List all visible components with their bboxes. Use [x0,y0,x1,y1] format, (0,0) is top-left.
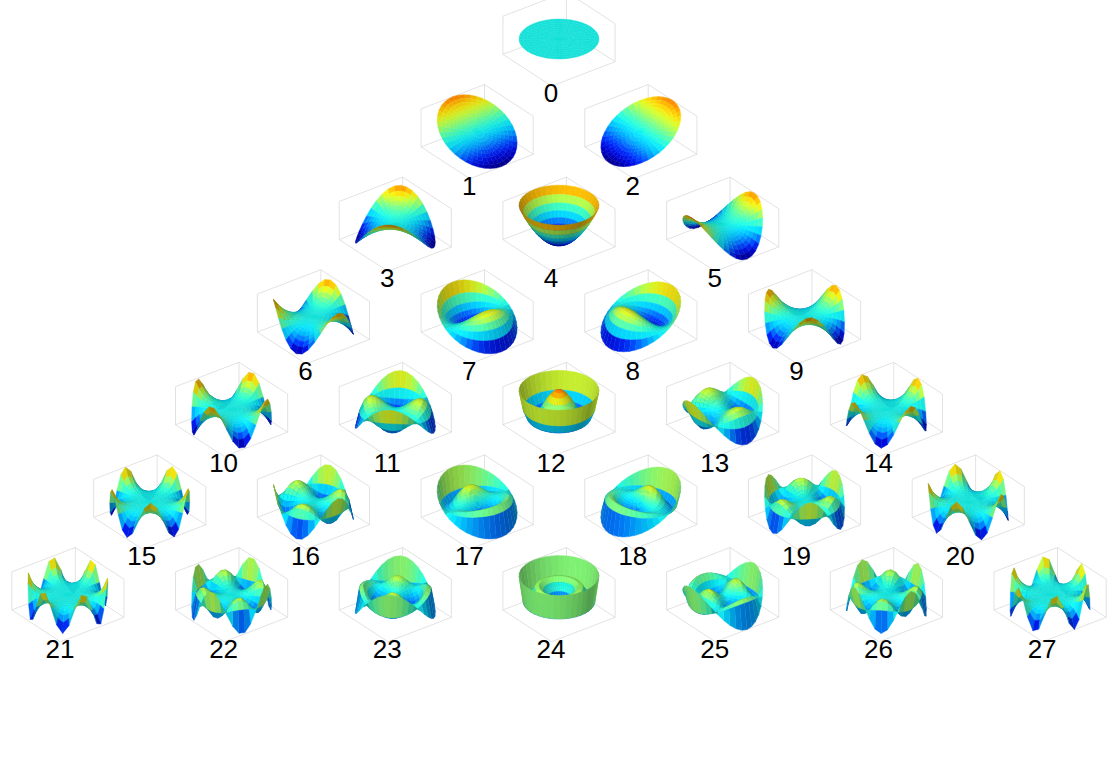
surface-patch [535,37,539,39]
surface-patch [554,57,560,59]
surface-patch [555,53,560,55]
surface-patch [587,36,591,39]
surface-patch [394,196,399,201]
surface-patch [558,21,564,23]
surface-patch [519,36,523,39]
surface-patch [583,36,587,38]
surface-patch [556,47,559,49]
surface-plot [421,85,533,179]
surface-patch [527,37,531,40]
surface-patch [557,45,560,47]
surface-patch [558,211,562,218]
surface-mesh [437,95,517,169]
surface-patch [558,23,563,25]
surface-patch [558,25,562,27]
surface-patch [590,36,595,39]
surface-patch [523,37,527,40]
surface-patch [394,185,400,191]
surface-patch [556,49,560,51]
surface-patch [555,51,559,53]
surface-mesh [519,19,599,59]
surface-patch [591,39,595,42]
surface-patch [552,194,558,203]
surface-mesh [355,185,435,248]
surface-plot [585,85,697,179]
surface-patch [557,43,559,45]
surface-patch [484,165,491,169]
surface-plot [339,177,451,271]
surface-patch [437,121,442,127]
surface-patch [531,37,535,39]
surface-patch [558,203,563,211]
surface-mesh [519,185,599,246]
surface-patch [556,241,560,243]
surface-patch [560,238,564,241]
surface-patch [558,185,564,194]
surface-plot [503,177,615,271]
surface-patch [394,191,400,197]
surface-patch [579,37,583,39]
surface-patch [558,194,564,203]
surface-patch [595,38,599,41]
surface-patch [548,56,555,59]
surface-patch [566,56,573,59]
surface-patch [384,225,391,227]
surface-plot [503,0,615,86]
surface-patch [555,238,559,241]
surface-mesh [601,97,681,167]
surface-patch [560,57,566,59]
surface-patch [552,185,558,195]
